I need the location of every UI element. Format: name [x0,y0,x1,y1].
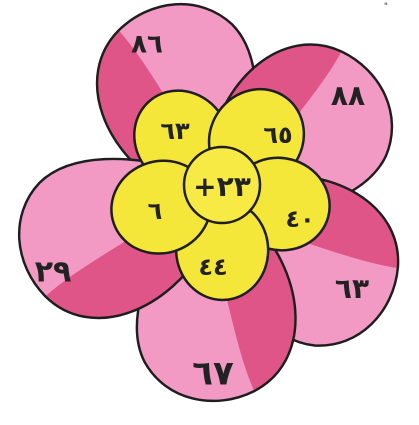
outer-petal-number-bottom: ٦٧ [192,354,234,394]
inner-petal-number-left: ٦ [148,197,163,225]
outer-petal-number-top-left: ٨٦ [131,30,163,60]
corner-mark: " [384,2,389,12]
flower-center: +٢٣ [184,147,260,223]
outer-petal-number-left: ٢٩ [35,255,72,290]
outer-petal-number-top-right: ٨٨ [331,79,365,112]
center-operation-label: +٢٣ [193,170,251,203]
outer-petal-number-bottom-right: ٦٣ [335,272,369,305]
inner-petal-number-bottom: ٤٤ [198,253,227,281]
inner-petal-number-top-left: ٦٣ [160,117,190,145]
inner-petal-number-top-right: ٦٥ [263,121,292,149]
inner-petal-number-right: ٤٠ [285,205,314,233]
